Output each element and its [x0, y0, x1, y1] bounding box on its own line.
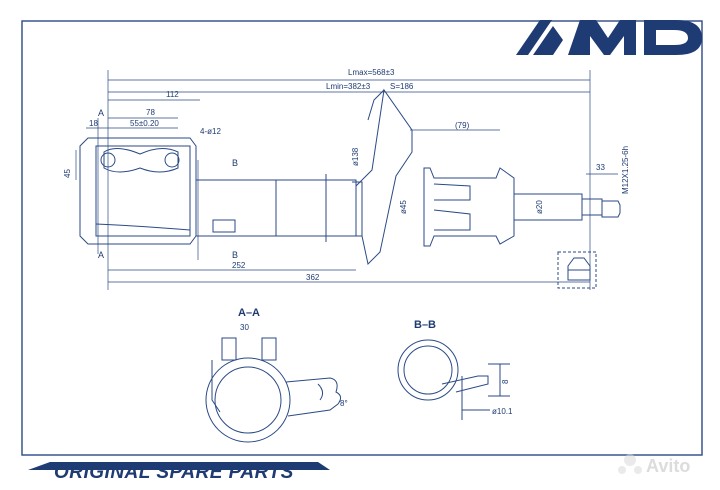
section-marker-a-bottom: A: [98, 250, 104, 260]
amd-logo: [516, 20, 702, 55]
dim-45: ø45: [399, 200, 408, 214]
dim-79: (79): [455, 121, 470, 130]
dim-138: ø138: [351, 147, 360, 166]
watermark-text: Avito: [646, 456, 690, 476]
nut-detail: [557, 251, 597, 289]
dim-362: 362: [306, 273, 320, 282]
dim-stroke: S=186: [390, 82, 414, 91]
section-title-b-b: B–B: [414, 319, 436, 331]
dim-thread: M12X1.25-6h: [621, 146, 630, 194]
drawing-frame: [21, 20, 703, 456]
dim-78: 78: [146, 108, 155, 117]
avito-watermark: [618, 454, 642, 474]
aa-8: 8°: [340, 399, 348, 408]
dim-33: 33: [596, 163, 605, 172]
dim-112: 112: [166, 90, 179, 99]
dimension-lines: [75, 70, 618, 290]
section-b-b: [397, 339, 510, 420]
section-marker-b-bottom: B: [232, 250, 238, 260]
dim-45v: 45: [63, 169, 72, 178]
dim-hole: 4-ø12: [200, 127, 221, 136]
dim-lmin: Lmin=382±3: [326, 82, 371, 91]
tagline: ORIGINAL SPARE PARTS: [54, 462, 294, 483]
section-marker-b-top: B: [232, 158, 238, 168]
footer-band: [28, 462, 330, 470]
dim-18: 18: [89, 119, 98, 128]
strut-side-view: [79, 88, 621, 266]
dim-55: 55±0.20: [130, 119, 159, 128]
bb-10: ø10.1: [492, 407, 513, 416]
dim-lmax: Lmax=568±3: [348, 68, 395, 77]
section-title-a-a: A–A: [238, 307, 260, 319]
bb-8: 8: [501, 379, 510, 384]
section-a-a: [205, 337, 342, 443]
dim-20: ø20: [535, 200, 544, 214]
section-marker-a-top: A: [98, 108, 104, 118]
dim-252: 252: [232, 261, 246, 270]
aa-30: 30: [240, 323, 249, 332]
